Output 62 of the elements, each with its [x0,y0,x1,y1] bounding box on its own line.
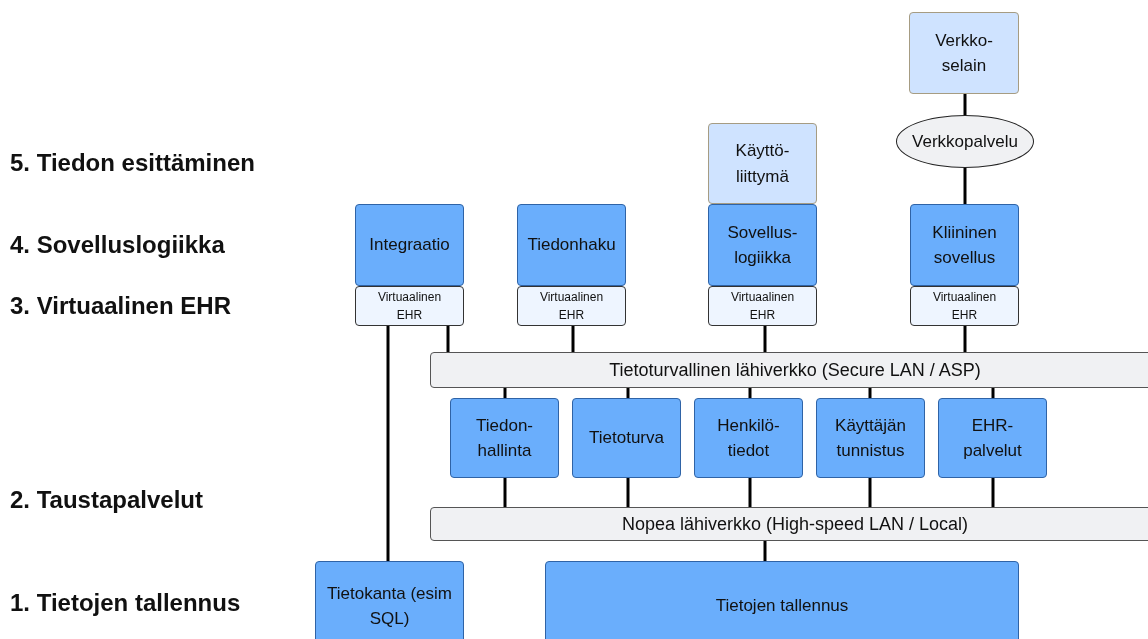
connector-line [763,541,767,561]
client-box [909,12,1019,94]
connector-line [626,478,630,507]
module-box [708,204,817,286]
box-label: Tietokanta (esim SQL) [326,582,453,630]
box-label: Henkilö- tiedot [717,414,780,462]
connector-line [626,388,630,398]
ehr-box [708,286,817,326]
ehr-box [517,286,626,326]
box-label: Nopea lähiverkko (High-speed LAN / Local) [621,512,969,536]
client-box [708,123,817,204]
module-box [545,561,1019,639]
connector-line [386,326,390,561]
layer-label: 3. Virtuaalinen EHR [10,292,231,320]
connector-line [963,94,967,115]
box-label: Tietoturva [589,427,664,450]
module-box [450,398,559,478]
network-bar [430,352,1148,388]
connector-line [991,388,995,398]
module-box [572,398,681,478]
layer-label: 2. Taustapalvelut [10,486,203,514]
module-box [517,204,626,286]
box-label: Integraatio [369,234,450,257]
connector-line [963,326,967,352]
connector-line [571,326,575,352]
module-box [694,398,803,478]
box-label: Tiedonhaku [527,234,616,257]
box-label: Sovellus- logiikka [727,221,798,269]
network-bar [430,507,1148,541]
layer-label: 4. Sovelluslogiikka [10,231,225,259]
module-box [816,398,925,478]
box-label: Verkko- selain [935,29,993,77]
layer-label: 1. Tietojen tallennus [10,589,241,617]
module-box [355,204,464,286]
box-label: Virtuaalinen EHR [377,289,442,324]
box-label: Virtuaalinen EHR [730,289,795,324]
connector-line [868,478,872,507]
box-label: Virtuaalinen EHR [539,289,604,324]
box-label: Kliininen sovellus [932,221,997,269]
connector-line [991,478,995,507]
connector-line [748,388,752,398]
connector-line [503,388,507,398]
box-label: Tiedon- hallinta [476,414,533,462]
box-label: Käyttö- liittymä [735,140,790,188]
ehr-box [910,286,1019,326]
box-label: EHR- palvelut [963,414,1022,462]
connector-line [963,168,967,204]
connector-line [763,326,767,352]
connector-line [446,326,450,352]
module-box [910,204,1019,286]
box-label: Tietojen tallennus [715,595,849,618]
connector-line [868,388,872,398]
layer-label: 5. Tiedon esittäminen [10,149,255,177]
box-label: Verkkopalvelu [912,130,1018,153]
box-label: Käyttäjän tunnistus [835,414,906,462]
module-box [315,561,464,639]
connector-line [748,478,752,507]
module-box [938,398,1047,478]
ehr-box [355,286,464,326]
box-label: Virtuaalinen EHR [932,289,997,324]
connector-line [503,478,507,507]
box-label: Tietoturvallinen lähiverkko (Secure LAN / ASP) [609,358,981,382]
